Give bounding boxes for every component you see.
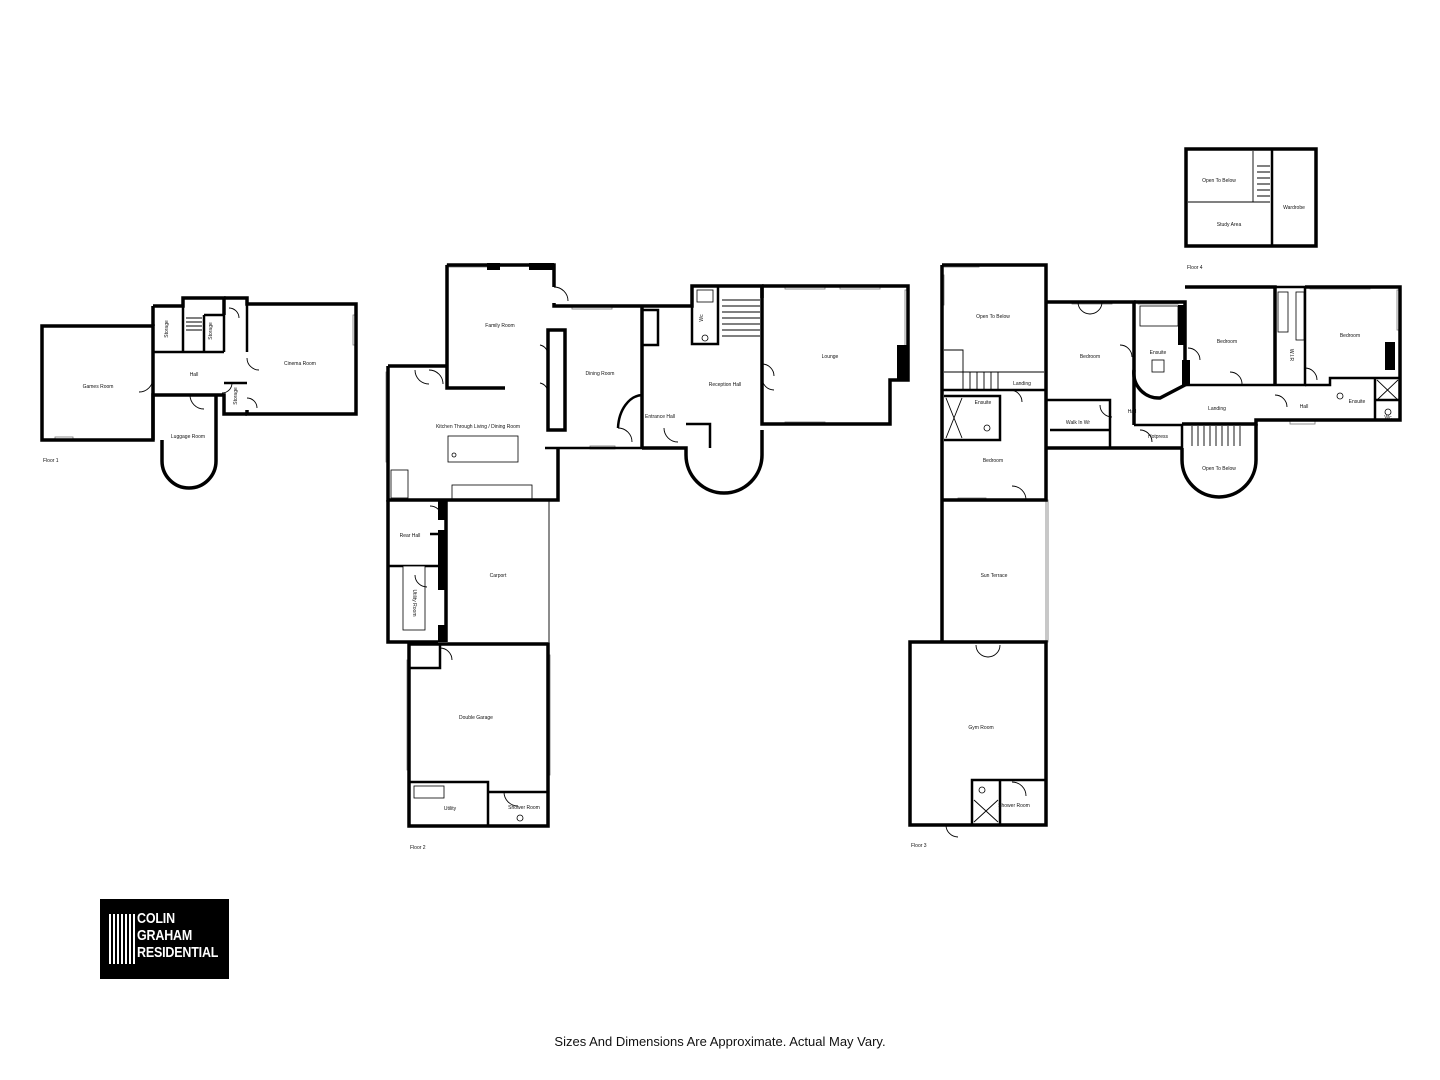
hotpress-label: Hotpress	[1148, 434, 1169, 440]
open-to-below-label: Open To Below	[976, 314, 1010, 320]
hall-label: Hall	[1300, 404, 1309, 410]
utility-label: Utility	[444, 806, 457, 812]
company-logo: COLIN GRAHAM RESIDENTIAL	[100, 899, 229, 979]
study-area-label: Study Area	[1217, 222, 1242, 228]
bedroom-label: Bedroom	[983, 458, 1003, 464]
wc-label: Wc	[1384, 415, 1392, 421]
cinema-room-label: Cinema Room	[284, 361, 316, 367]
logo-wordmark: COLIN GRAHAM RESIDENTIAL	[137, 911, 218, 962]
entrance-hall-label: Entrance Hall	[645, 414, 675, 420]
bedroom-label: Bedroom	[1080, 354, 1100, 360]
ensuite-label: Ensuite	[1349, 399, 1366, 405]
carport-label: Carport	[490, 573, 507, 579]
wardrobe-label: Wardrobe	[1283, 205, 1305, 211]
utility-room-label: Utility Room	[411, 590, 417, 617]
floor-2-plan: Family Room Dining Room Wc Reception Hal…	[385, 263, 910, 851]
logo-line-2: GRAHAM	[137, 928, 193, 944]
wc-label: Wc	[699, 314, 705, 322]
storage-label: Storage	[164, 320, 170, 338]
floor-3-plan: Open To Below Landing Ensuite Bedroom Be…	[908, 263, 1402, 849]
reception-hall-label: Reception Hall	[709, 382, 742, 388]
ensuite-label: Ensuite	[975, 400, 992, 406]
open-to-below-label: Open To Below	[1202, 178, 1236, 184]
disclaimer-text: Sizes And Dimensions Are Approximate. Ac…	[554, 1034, 886, 1049]
bedroom-label: Bedroom	[1217, 339, 1237, 345]
logo-line-3: RESIDENTIAL	[137, 945, 219, 961]
hall-label: Hall	[1128, 409, 1137, 415]
rear-hall-label: Rear Hall	[400, 533, 421, 539]
kitchen-label: Kitchen Through Living / Dining Room	[436, 424, 520, 430]
family-room-label: Family Room	[485, 323, 514, 329]
shower-room-label: Shower Room	[508, 805, 540, 811]
floor-1-label: Floor 1	[43, 458, 59, 464]
bedroom-label: Bedroom	[1340, 333, 1360, 339]
logo-stripes	[109, 914, 135, 964]
games-room-label: Games Room	[83, 384, 114, 390]
storage-label: Storage	[233, 387, 239, 405]
floor-1-plan: Games Room Hall Storage Storage Storage …	[40, 296, 358, 490]
hall-label: Hall	[190, 372, 199, 378]
open-to-below-label: Open To Below	[1202, 466, 1236, 472]
landing-label: Landing	[1208, 406, 1226, 412]
gym-room-label: Gym Room	[968, 725, 993, 731]
double-garage-label: Double Garage	[459, 715, 493, 721]
landing-label: Landing	[1013, 381, 1031, 387]
floor-4-label: Floor 4	[1187, 265, 1203, 271]
lounge-label: Lounge	[822, 354, 839, 360]
wir-label: W.I.R	[1288, 349, 1294, 362]
sun-terrace-label: Sun Terrace	[981, 573, 1008, 579]
floor-3-label: Floor 3	[911, 843, 927, 849]
dining-room-label: Dining Room	[586, 371, 615, 377]
logo-line-1: COLIN	[137, 911, 175, 927]
shower-room-label: Shower Room	[998, 803, 1030, 809]
ensuite-label: Ensuite	[1150, 350, 1167, 356]
walk-in-wr-label: Walk In Wr	[1066, 420, 1091, 426]
luggage-room-label: Luggage Room	[171, 434, 205, 440]
storage-label: Storage	[208, 322, 214, 340]
floor-2-label: Floor 2	[410, 845, 426, 851]
floor-4-plan: Open To Below Study Area Wardrobe Floor …	[1184, 147, 1318, 271]
